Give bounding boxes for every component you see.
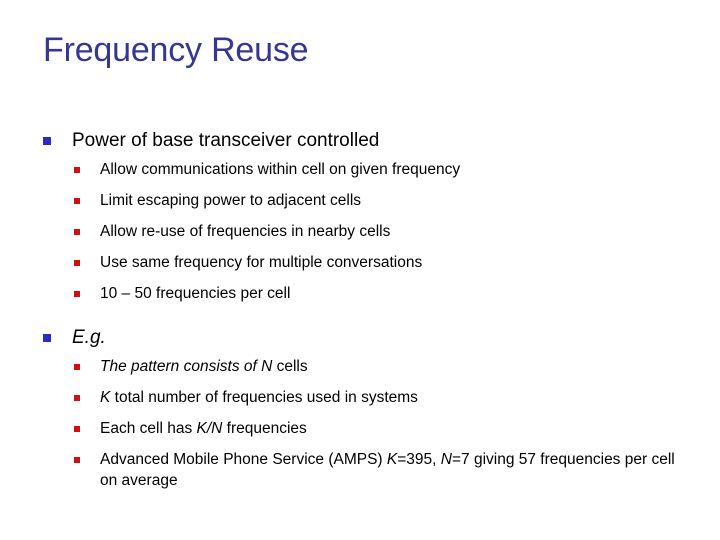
- square-bullet-icon: [43, 137, 51, 145]
- outline-level2-item: Allow re-use of frequencies in nearby ce…: [0, 221, 720, 242]
- outline-level1-item: E.g.: [0, 325, 720, 351]
- outline-level2-label: Each cell has: [100, 420, 197, 437]
- outline-level2-item: Allow communications within cell on give…: [0, 159, 720, 180]
- outline-level2-label-mid: =395,: [397, 451, 441, 468]
- outline-level2-group: Allow communications within cell on give…: [0, 159, 720, 304]
- square-bullet-icon: [43, 334, 51, 342]
- square-bullet-icon: [74, 364, 80, 370]
- outline-level2-item: K total number of frequencies used in sy…: [0, 387, 720, 408]
- square-bullet-icon: [74, 291, 80, 297]
- outline-level2-label-emphasis-n: N: [440, 451, 452, 468]
- section-spacer: [0, 314, 720, 325]
- square-bullet-icon: [74, 426, 80, 432]
- outline-level2-item: 10 – 50 frequencies per cell: [0, 283, 720, 304]
- outline-level2-label: total number of frequencies used in syst…: [110, 389, 418, 406]
- square-bullet-icon: [74, 229, 80, 235]
- square-bullet-icon: [74, 198, 80, 204]
- square-bullet-icon: [74, 395, 80, 401]
- square-bullet-icon: [74, 167, 80, 173]
- outline-level1-label: Power of base transceiver controlled: [72, 130, 380, 151]
- outline-level2-label-emphasis: The pattern consists of N: [100, 358, 273, 375]
- outline-level2-item: Advanced Mobile Phone Service (AMPS) K=3…: [0, 449, 720, 491]
- outline-level2-label: cells: [272, 358, 308, 375]
- outline-level2-label-tail: frequencies: [222, 420, 307, 437]
- outline-level2-item: The pattern consists of N cells: [0, 356, 720, 377]
- square-bullet-icon: [74, 260, 80, 266]
- outline-level2-label: Allow re-use of frequencies in nearby ce…: [100, 223, 391, 240]
- outline-level2-item: Use same frequency for multiple conversa…: [0, 252, 720, 273]
- outline-level2-item: Each cell has K/N frequencies: [0, 418, 720, 439]
- outline-level2-label-emphasis: K/N: [196, 420, 223, 437]
- outline-level2-group: The pattern consists of N cells K total …: [0, 356, 720, 491]
- outline-level2-label-tail: =7 giving 57 frequencies per cell on ave…: [100, 451, 675, 489]
- outline-level2-label-emphasis-k: K: [386, 451, 398, 468]
- outline-level2-label: Advanced Mobile Phone Service (AMPS): [100, 451, 387, 468]
- outline-level2-label: 10 – 50 frequencies per cell: [100, 285, 291, 302]
- outline-level2-label: Limit escaping power to adjacent cells: [100, 192, 362, 209]
- outline-level1-label: E.g.: [72, 327, 106, 348]
- outline-level2-label: Allow communications within cell on give…: [100, 161, 461, 178]
- page-title: Frequency Reuse: [43, 31, 309, 69]
- outline-level2-label-emphasis: K: [100, 389, 111, 406]
- outline-level2-item: Limit escaping power to adjacent cells: [0, 190, 720, 211]
- outline-level1-item: Power of base transceiver controlled: [0, 128, 720, 154]
- slide-body-outline: Power of base transceiver controlled All…: [0, 128, 720, 501]
- outline-level2-label: Use same frequency for multiple conversa…: [100, 254, 423, 271]
- square-bullet-icon: [74, 457, 80, 463]
